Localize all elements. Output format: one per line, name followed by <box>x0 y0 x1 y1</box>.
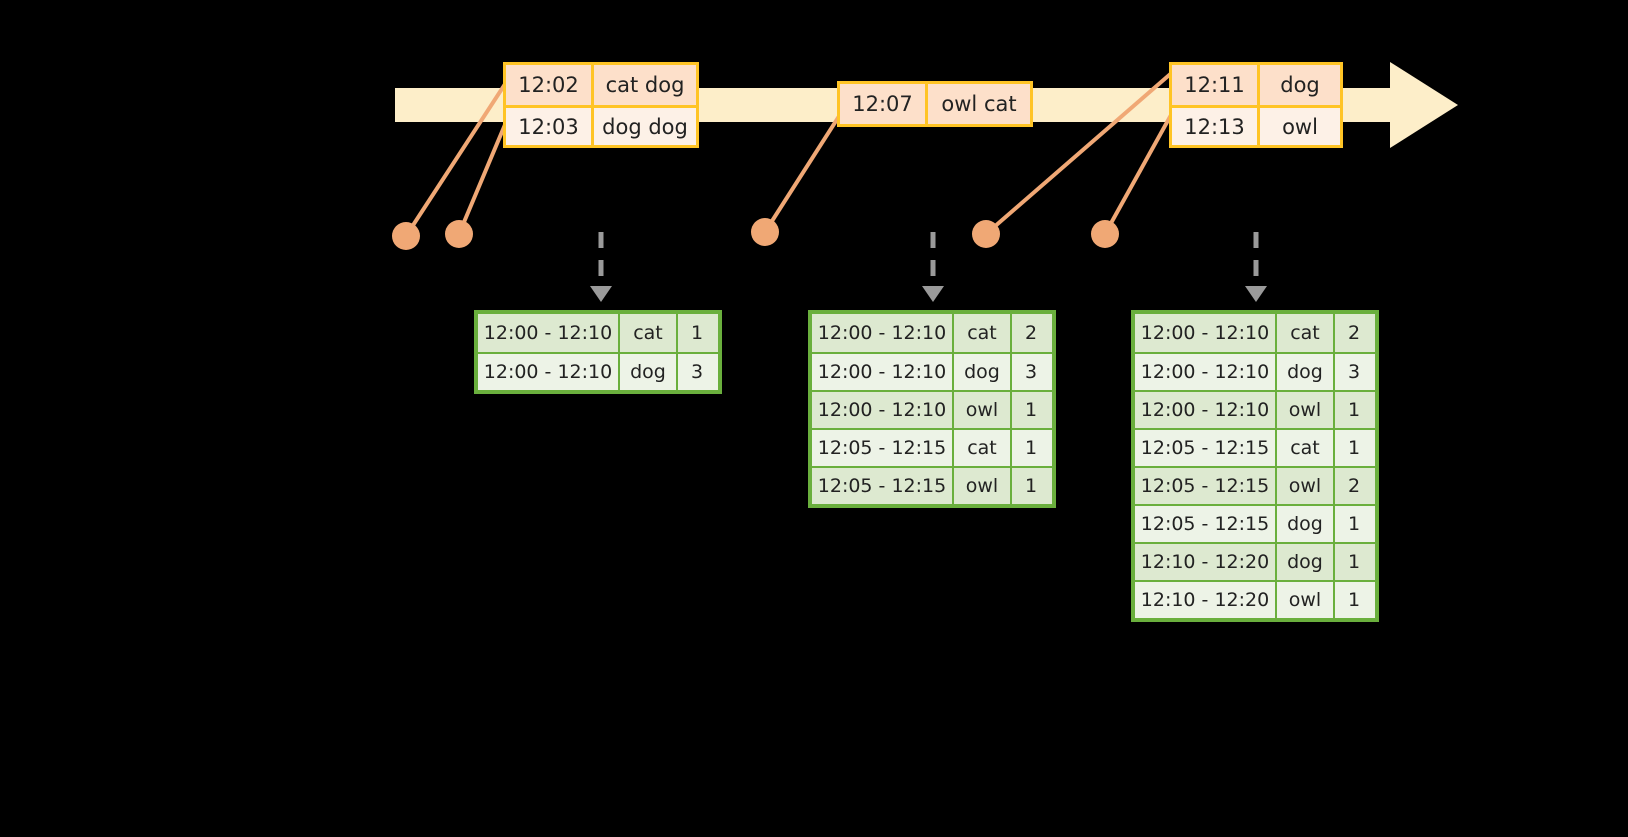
emit-arrow-head-icon <box>1245 286 1267 302</box>
result-count-cell: 2 <box>1347 322 1361 344</box>
result-window-cell: 12:10 - 12:20 <box>1135 544 1277 580</box>
result-key-cell: owl <box>954 468 1012 504</box>
connector-line <box>1103 105 1178 235</box>
stream-timeline-arrowhead-icon <box>1390 62 1458 148</box>
event-payload: owl <box>1282 114 1318 139</box>
result-key-cell: dog <box>954 354 1012 390</box>
event-time: 12:03 <box>506 108 594 145</box>
result-window-cell: 12:00 - 12:10 <box>1135 392 1277 428</box>
event-payload: dog <box>1280 73 1320 97</box>
event-box-1[interactable]: 12:02 cat dog 12:03 dog dog <box>503 62 699 148</box>
event-box-2[interactable]: 12:07 owl cat <box>837 81 1033 127</box>
result-key-cell: owl <box>954 392 1012 428</box>
event-row: 12:03 dog dog <box>506 105 696 145</box>
result-window-cell: 12:10 - 12:20 <box>1135 582 1277 618</box>
result-count-cell: 3 <box>1024 361 1038 383</box>
event-row: 12:02 cat dog <box>506 65 696 105</box>
result-window-cell: 12:00 - 12:10 <box>812 354 954 390</box>
result-window-cell: 12:00 - 12:10 <box>812 392 954 428</box>
event-payload: cat dog <box>605 73 685 97</box>
result-window-cell: 12:05 - 12:15 <box>1135 430 1277 466</box>
connector-line <box>763 108 845 234</box>
event-row: 12:13 owl <box>1172 105 1340 145</box>
event-marker-dot[interactable] <box>972 220 1000 248</box>
result-key-cell: cat <box>620 314 678 352</box>
result-key-cell: dog <box>1277 506 1335 542</box>
result-count-cell: 1 <box>1024 437 1038 459</box>
result-key-cell: cat <box>1277 430 1335 466</box>
result-key-cell: dog <box>1277 544 1335 580</box>
result-key-cell: owl <box>1277 392 1335 428</box>
event-row: 12:07 owl cat <box>840 84 1030 124</box>
result-key-cell: dog <box>1277 354 1335 390</box>
result-window-cell: 12:05 - 12:15 <box>812 468 954 504</box>
result-window-cell: 12:05 - 12:15 <box>1135 468 1277 504</box>
result-key-cell: cat <box>1277 314 1335 352</box>
result-window-cell: 12:00 - 12:10 <box>812 314 954 352</box>
result-count-cell: 1 <box>1347 551 1361 573</box>
event-marker-dot[interactable] <box>1091 220 1119 248</box>
result-window-cell: 12:00 - 12:10 <box>1135 314 1277 352</box>
event-time: 12:13 <box>1172 108 1260 145</box>
result-count-cell: 1 <box>1347 437 1361 459</box>
event-row: 12:11 dog <box>1172 65 1340 105</box>
result-key-cell: owl <box>1277 582 1335 618</box>
result-count-cell: 1 <box>1347 399 1361 421</box>
result-count-cell: 3 <box>690 361 704 383</box>
result-count-cell: 2 <box>1347 475 1361 497</box>
event-marker-dot[interactable] <box>445 220 473 248</box>
emit-arrow-head-icon <box>922 286 944 302</box>
result-key-cell: cat <box>954 314 1012 352</box>
emit-arrow-head-icon <box>590 286 612 302</box>
result-count-cell: 1 <box>1347 589 1361 611</box>
result-window-cell: 12:05 - 12:15 <box>812 430 954 466</box>
result-count-cell: 1 <box>1347 513 1361 535</box>
result-window-cell: 12:00 - 12:10 <box>478 354 620 390</box>
result-count-cell: 1 <box>1024 399 1038 421</box>
event-time: 12:11 <box>1172 65 1260 105</box>
result-key-cell: cat <box>954 430 1012 466</box>
result-count-cell: 2 <box>1024 322 1038 344</box>
result-key-cell: dog <box>620 354 678 390</box>
result-window-cell: 12:00 - 12:10 <box>1135 354 1277 390</box>
event-time: 12:07 <box>840 84 928 124</box>
result-count-cell: 1 <box>1024 475 1038 497</box>
event-time: 12:02 <box>506 65 594 105</box>
result-count-cell: 1 <box>690 322 704 344</box>
result-key-cell: owl <box>1277 468 1335 504</box>
event-box-3[interactable]: 12:11 dog 12:13 owl <box>1169 62 1343 148</box>
result-window-cell: 12:05 - 12:15 <box>1135 506 1277 542</box>
event-marker-dot[interactable] <box>751 218 779 246</box>
event-marker-dot[interactable] <box>392 222 420 250</box>
result-window-cell: 12:00 - 12:10 <box>478 314 620 352</box>
event-payload: owl cat <box>941 92 1017 116</box>
result-count-cell: 3 <box>1347 361 1361 383</box>
event-payload: dog dog <box>602 114 688 139</box>
